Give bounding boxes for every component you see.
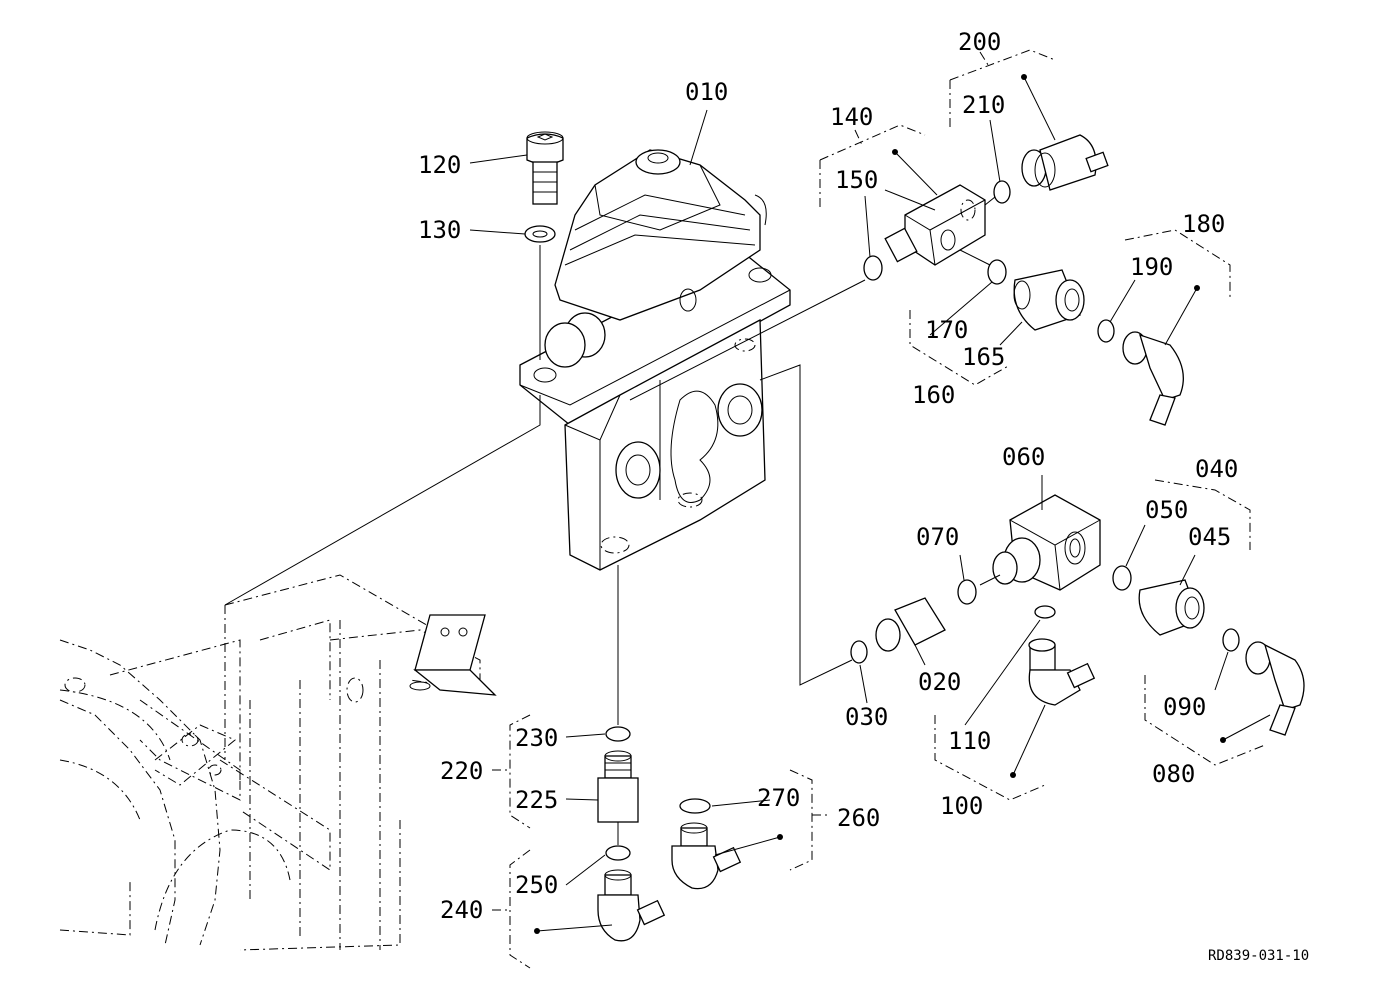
elbow-fitting-260 <box>671 822 742 890</box>
adapter-fitting-225 <box>597 750 639 823</box>
o-ring-210 <box>993 180 1011 204</box>
callout-165: 165 <box>962 343 1005 371</box>
o-ring-250 <box>605 845 631 861</box>
callout-210: 210 <box>962 91 1005 119</box>
callout-270: 270 <box>757 784 800 812</box>
callout-200: 200 <box>958 28 1001 56</box>
o-ring-230 <box>605 726 631 742</box>
callout-080: 080 <box>1152 760 1195 788</box>
mounting-bracket <box>409 614 497 696</box>
callout-190: 190 <box>1130 253 1173 281</box>
callout-050: 050 <box>1145 496 1188 524</box>
callout-220: 220 <box>440 757 483 785</box>
callout-230: 230 <box>515 724 558 752</box>
callout-labels: 010 120 130 140 150 200 210 180 190 170 … <box>418 28 1238 924</box>
o-ring-170 <box>987 259 1007 285</box>
connector-block-140 <box>884 184 986 266</box>
callout-030: 030 <box>845 703 888 731</box>
callout-150: 150 <box>835 166 878 194</box>
elbow-fitting-240 <box>597 869 666 942</box>
o-ring-110 <box>1034 605 1056 619</box>
drawing-reference-code: RD839-031-10 <box>1208 948 1309 964</box>
elbow-fitting-100 <box>1028 638 1096 706</box>
callout-250: 250 <box>515 871 558 899</box>
callout-130: 130 <box>418 216 461 244</box>
callout-020: 020 <box>918 668 961 696</box>
union-fitting-045 <box>1138 579 1205 636</box>
group-brackets <box>492 49 1266 969</box>
o-ring-270 <box>679 798 711 814</box>
callout-070: 070 <box>916 523 959 551</box>
union-fitting-165 <box>1013 269 1085 331</box>
frame-phantom-outline <box>59 574 481 951</box>
callout-225: 225 <box>515 786 558 814</box>
washer-part-130 <box>524 225 556 243</box>
adapter-fitting-020 <box>875 597 946 652</box>
callout-040: 040 <box>1195 455 1238 483</box>
callout-170: 170 <box>925 316 968 344</box>
o-ring-150 <box>863 255 883 281</box>
elbow-fitting-200 <box>1021 134 1109 191</box>
callout-180: 180 <box>1182 210 1225 238</box>
callout-leaders <box>469 109 1229 886</box>
callout-045: 045 <box>1188 523 1231 551</box>
tee-block-060 <box>992 494 1101 591</box>
control-valve-assembly <box>519 149 791 571</box>
callout-240: 240 <box>440 896 483 924</box>
callout-110: 110 <box>948 727 991 755</box>
callout-010: 010 <box>685 78 728 106</box>
callout-060: 060 <box>1002 443 1045 471</box>
o-ring-070 <box>957 579 977 605</box>
o-ring-090 <box>1222 628 1240 652</box>
o-ring-190 <box>1097 319 1115 343</box>
callout-260: 260 <box>837 804 880 832</box>
callout-120: 120 <box>418 151 461 179</box>
elbow-fitting-180 <box>1122 331 1184 426</box>
callout-090: 090 <box>1163 693 1206 721</box>
callout-140: 140 <box>830 103 873 131</box>
callout-100: 100 <box>940 792 983 820</box>
o-ring-030 <box>850 640 868 664</box>
elbow-fitting-080 <box>1245 641 1305 736</box>
o-ring-050 <box>1112 565 1132 591</box>
callout-160: 160 <box>912 381 955 409</box>
bolt-part-120 <box>526 131 564 205</box>
